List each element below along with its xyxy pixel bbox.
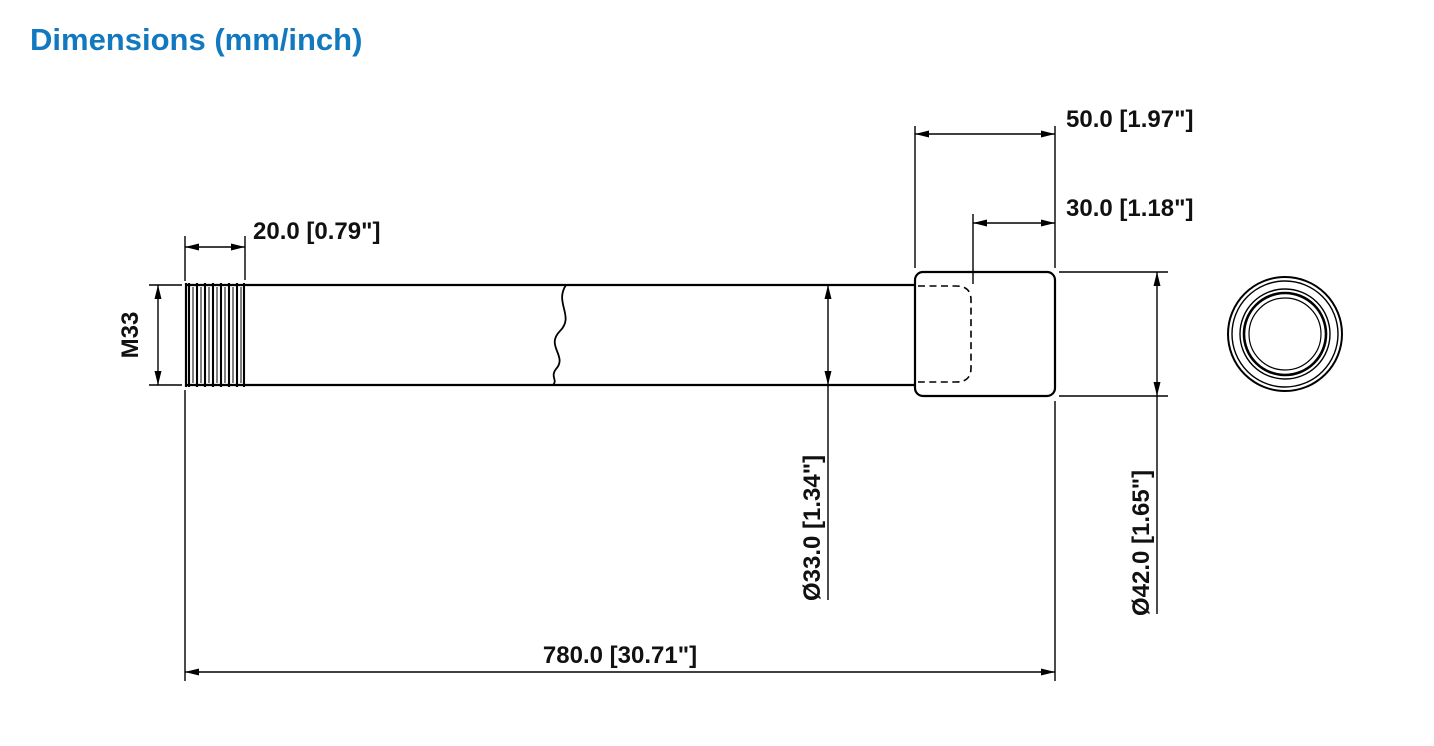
dim-text-collar-length: 50.0 [1.97"] — [1066, 106, 1193, 133]
collar-hidden-outline — [918, 285, 972, 383]
end-view — [1227, 276, 1343, 392]
arrowhead-down — [154, 371, 162, 385]
arrowhead-up — [1153, 272, 1161, 286]
dim-extension-lines — [1059, 271, 1168, 397]
dim-text-m33: M33 — [117, 312, 144, 359]
dim-text-thread-length: 20.0 [0.79"] — [253, 218, 380, 245]
pole-body — [184, 270, 1057, 398]
arrowhead-left — [185, 243, 199, 251]
tube-outline — [184, 283, 915, 387]
arrowhead-left — [973, 219, 987, 227]
dim-text-overall-length: 780.0 [30.71"] — [543, 642, 697, 669]
dim-socket-depth: 30.0 [1.18"] — [972, 195, 1193, 284]
end-view-circle-4 — [1242, 291, 1328, 377]
arrowhead-right — [231, 243, 245, 251]
end-view-circle-inner — [1248, 297, 1322, 371]
arrowhead-up — [154, 285, 162, 299]
dim-text-tube-diameter: Ø33.0 [1.34"] — [799, 455, 826, 601]
dim-tube-diameter: Ø33.0 [1.34"] — [799, 285, 832, 601]
dim-extension-lines — [914, 126, 1056, 268]
thread-lines-fine — [192, 287, 242, 383]
dim-collar-length: 50.0 [1.97"] — [914, 106, 1193, 268]
dim-collar-diameter: Ø42.0 [1.65"] — [1059, 271, 1168, 616]
break-line — [552, 284, 567, 386]
dim-overall-length: 780.0 [30.71"] — [184, 390, 1056, 681]
dim-text-socket-depth: 30.0 [1.18"] — [1066, 195, 1193, 222]
thread-lines-bold — [187, 283, 246, 387]
dim-thread-size: M33 — [117, 284, 182, 386]
dim-extension-lines — [149, 284, 182, 386]
end-view-circle-2 — [1231, 280, 1339, 388]
arrowhead-down — [1153, 382, 1161, 396]
page-title: Dimensions (mm/inch) — [30, 22, 363, 57]
arrowhead-left — [185, 668, 199, 676]
thread-section — [187, 283, 246, 387]
dim-thread-length: 20.0 [0.79"] — [184, 218, 380, 281]
arrowhead-right — [1041, 219, 1055, 227]
dim-extension-lines — [184, 390, 1056, 681]
arrowhead-down — [824, 371, 832, 385]
arrowhead-up — [824, 285, 832, 299]
dim-text-collar-diameter: Ø42.0 [1.65"] — [1128, 470, 1155, 616]
end-view-circle-outer — [1227, 276, 1343, 392]
dim-extension-lines — [184, 236, 246, 281]
end-view-circle-3 — [1239, 288, 1331, 380]
arrowhead-right — [1041, 668, 1055, 676]
collar — [913, 270, 1057, 398]
arrowhead-right — [1041, 130, 1055, 138]
arrowhead-left — [915, 130, 929, 138]
